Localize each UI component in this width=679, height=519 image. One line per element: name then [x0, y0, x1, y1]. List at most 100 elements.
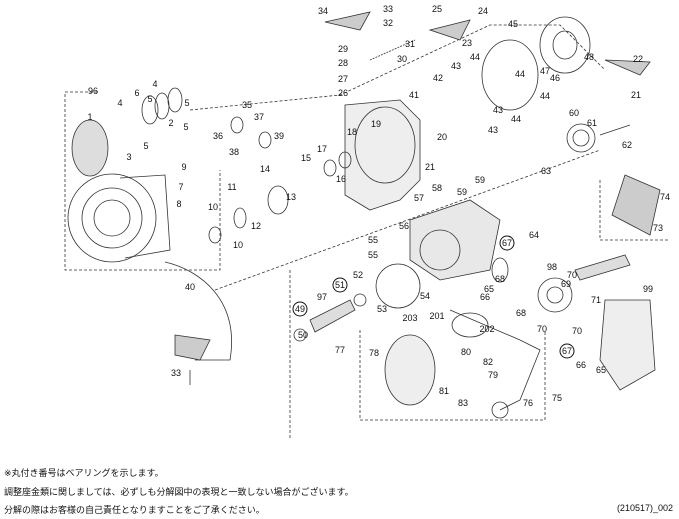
part-number-label: 44 [511, 114, 521, 124]
part-number-label: 65 [484, 284, 494, 294]
part-number-label: 2 [168, 118, 173, 128]
handle-group-outline [359, 330, 546, 421]
part-number-label: 22 [633, 54, 643, 64]
part-number-label: 59 [457, 187, 467, 197]
part-number-label: 61 [587, 118, 597, 128]
part-number-label: 49 [295, 304, 305, 314]
part-number-label: 96 [88, 86, 98, 96]
part-number-label: 21 [425, 162, 435, 172]
part-number-label: 33 [383, 4, 393, 14]
part-number-label: 70 [537, 324, 547, 334]
part-number-label: 17 [317, 144, 327, 154]
part-number-label: 55 [368, 235, 378, 245]
part-number-label: 24 [478, 6, 488, 16]
part-number-label: 47 [540, 66, 550, 76]
part-number-label: 78 [369, 348, 379, 358]
part-number-label: 34 [318, 6, 328, 16]
part-number-label: 44 [540, 91, 550, 101]
part-number-label: 67 [502, 238, 512, 248]
part-number-label: 1 [87, 112, 92, 122]
part-number-label: 10 [233, 240, 243, 250]
part-number-label: 65 [596, 365, 606, 375]
note-disassembly: 分解の際はお客様の自己責任となりますことをご了承ください。 [4, 506, 265, 516]
part-number-label: 99 [643, 284, 653, 294]
part-number-label: 35 [242, 100, 252, 110]
part-number-label: 11 [227, 182, 236, 192]
part-number-label: 5 [183, 122, 188, 132]
part-number-label: 9 [181, 162, 186, 172]
part-number-label: 53 [377, 304, 387, 314]
part-number-label: 202 [479, 324, 494, 334]
part-number-label: 33 [171, 368, 181, 378]
part-number-label: 52 [353, 270, 363, 280]
part-number-label: 8 [176, 199, 181, 209]
main-gear-shape [566, 123, 596, 153]
bail-wire [164, 261, 232, 361]
part-number-label: 57 [414, 193, 424, 203]
part-number-label: 42 [433, 73, 443, 83]
part-number-label: 75 [552, 393, 562, 403]
part-number-label: 70 [567, 270, 577, 280]
gearbox-shape [409, 199, 501, 281]
part-number-label: 10 [208, 202, 218, 212]
part-number-label: 59 [475, 175, 485, 185]
part-number-label: 62 [622, 140, 632, 150]
part-number-label: 14 [260, 164, 270, 174]
part-number-label: 76 [523, 398, 533, 408]
part-number-label: 21 [631, 90, 641, 100]
part-number-label: 5 [184, 98, 189, 108]
part-number-label: 60 [569, 108, 579, 118]
part-number-label: 77 [335, 345, 345, 355]
part-number-label: 50 [298, 330, 308, 340]
part-number-label: 69 [561, 279, 571, 289]
part-number-label: 58 [432, 183, 442, 193]
part-number-label: 5 [147, 94, 152, 104]
part-number-label: 54 [420, 291, 430, 301]
part-number-label: 64 [529, 230, 539, 240]
part-number-label: 98 [547, 262, 557, 272]
part-number-label: 43 [451, 61, 461, 71]
part-number-label: 68 [516, 308, 526, 318]
drag-knob-shape [71, 119, 109, 177]
part-number-label: 70 [572, 326, 582, 336]
part-number-label: 43 [488, 125, 498, 135]
handle-knob-shape [384, 334, 436, 406]
part-number-label: 15 [301, 153, 311, 163]
body-group-outline [189, 24, 606, 111]
part-number-label: 28 [338, 58, 348, 68]
part-number-label: 40 [185, 282, 195, 292]
part-number-label: 41 [409, 90, 419, 100]
part-number-label: 68 [495, 274, 505, 284]
part-number-label: 20 [437, 132, 447, 142]
part-number-label: 27 [338, 74, 348, 84]
part-number-label: 23 [462, 38, 472, 48]
part-number-label: 25 [432, 4, 442, 14]
spool-shape [67, 173, 157, 263]
bearing-circle [559, 343, 575, 359]
body-shape [344, 99, 421, 211]
part-number-label: 36 [213, 131, 223, 141]
bail-group-outline [599, 180, 670, 241]
part-number-label: 83 [458, 398, 468, 408]
part-number-label: 39 [274, 131, 284, 141]
bearing-circle [292, 301, 308, 317]
part-number-label: 32 [383, 18, 393, 28]
part-number-label: 97 [317, 292, 327, 302]
part-number-label: 38 [229, 147, 239, 157]
part-number-label: 6 [134, 88, 139, 98]
part-number-label: 4 [152, 79, 157, 89]
part-number-label: 16 [336, 174, 346, 184]
part-number-label: 71 [591, 295, 601, 305]
part-number-label: 45 [508, 19, 518, 29]
part-number-label: 66 [576, 360, 586, 370]
part-number-label: 66 [480, 292, 490, 302]
part-number-label: 30 [397, 54, 407, 64]
part-number-label: 37 [254, 112, 264, 122]
diagram-code: (210517)_002 [616, 503, 673, 513]
part-number-label: 79 [488, 370, 498, 380]
rotor-shape [599, 299, 656, 391]
bearing-circle [332, 277, 348, 293]
part-number-label: 73 [653, 223, 663, 233]
